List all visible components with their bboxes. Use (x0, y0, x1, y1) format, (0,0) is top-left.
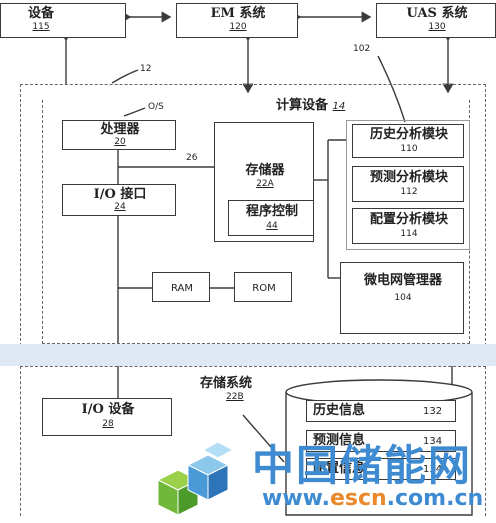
io-interface-label: I/O 接口 (93, 187, 147, 202)
ref-102: 102 (353, 44, 371, 54)
memory-label: 存储器 (245, 163, 285, 178)
watermark-url-mid: escn (329, 486, 387, 511)
ref-12: 12 (140, 64, 152, 74)
ram-box: RAM (152, 272, 210, 302)
os-ref: O/S (148, 102, 164, 112)
program-control-box: 程序控制 44 (228, 200, 314, 236)
io-device-label: I/O 设备 (81, 402, 135, 417)
em-system-box: EM 系统 120 (176, 3, 298, 38)
program-label: 程序控制 (245, 204, 298, 219)
history-info-label: 历史信息 (313, 403, 366, 418)
ref-102-leader (377, 55, 406, 123)
computing-num: 14 (332, 101, 346, 112)
modules-group (346, 120, 470, 250)
lower-system-boundary (20, 366, 486, 516)
uas-label: UAS 系统 (406, 6, 468, 21)
ref-12-leader (111, 69, 139, 84)
predict-info-box: 预测信息 134 (306, 430, 456, 452)
io-interface-num: 24 (114, 202, 126, 212)
storage-num: 22B (226, 392, 244, 402)
io-device-box: I/O 设备 28 (42, 398, 172, 436)
rom-box: ROM (234, 272, 292, 302)
watermark-logo-icon (156, 441, 235, 516)
config-module-num: 114 (400, 229, 418, 239)
microgrid-label: 微电网管理器 (363, 273, 442, 288)
device-box: 设备 115 (0, 3, 126, 38)
os-leader (123, 107, 146, 117)
processor-num: 20 (114, 137, 126, 147)
ram-label: RAM (170, 283, 193, 294)
memory-num: 22A (256, 179, 274, 189)
io-device-num: 28 (102, 419, 114, 429)
microgrid-manager-box: 微电网管理器 104 (340, 262, 464, 334)
microgrid-num: 104 (394, 293, 412, 303)
watermark-url: www.escn.com.cn (262, 486, 483, 511)
program-num: 44 (266, 221, 278, 231)
history-info-num: 132 (423, 406, 443, 417)
predict-module-label: 预测分析模块 (369, 170, 448, 185)
config-info-box: 配置信息 134 (306, 458, 456, 480)
storage-label: 存储系统 (200, 376, 253, 391)
predict-module-num: 112 (400, 187, 418, 197)
uas-num: 130 (428, 22, 446, 32)
predict-info-label: 预测信息 (313, 433, 366, 448)
io-interface-box: I/O 接口 24 (62, 184, 176, 216)
device-label: 设备 (27, 6, 54, 21)
computing-device-label: 计算设备 14 (276, 98, 345, 114)
uas-system-box: UAS 系统 130 (376, 3, 496, 38)
ref-26: 26 (186, 153, 198, 163)
device-num: 115 (32, 22, 50, 32)
computing-label: 计算设备 (276, 98, 329, 113)
predict-info-num: 134 (423, 436, 443, 447)
config-module-label: 配置分析模块 (369, 212, 448, 227)
predict-module-box: 预测分析模块 112 (352, 166, 464, 202)
processor-box: 处理器 20 (62, 120, 176, 150)
config-info-label: 配置信息 (313, 461, 366, 476)
history-module-label: 历史分析模块 (369, 127, 448, 142)
config-info-num: 134 (423, 464, 443, 475)
rom-label: ROM (252, 283, 276, 294)
history-module-box: 历史分析模块 110 (352, 124, 464, 158)
history-info-box: 历史信息 132 (306, 400, 456, 422)
em-num: 120 (229, 22, 247, 32)
history-module-num: 110 (400, 144, 418, 154)
processor-label: 处理器 (100, 122, 140, 137)
config-module-box: 配置分析模块 114 (352, 208, 464, 244)
ref-22b-leader (242, 414, 285, 463)
image-seam-band (0, 344, 496, 366)
watermark-url-post: .com.cn (386, 486, 484, 511)
watermark-url-pre: www. (262, 486, 330, 511)
watermark-text: 中国储能网 (252, 441, 473, 490)
em-label: EM 系统 (210, 6, 266, 21)
